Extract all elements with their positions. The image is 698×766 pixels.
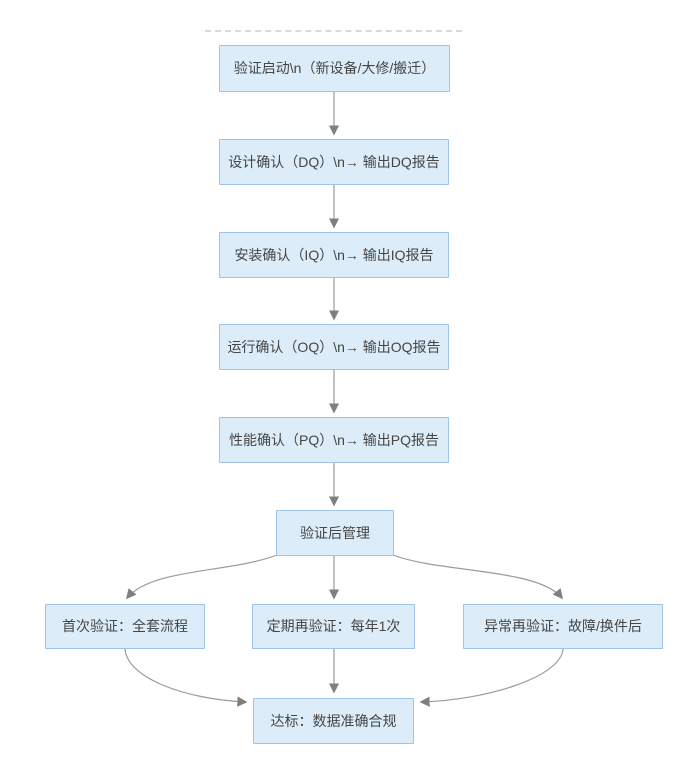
flow-node-pq: 性能确认（PQ）\n→ 输出PQ报告 [219,417,449,463]
edge-first-done [124,648,248,707]
flow-node-oq: 运行确认（OQ）\n→ 输出OQ报告 [219,324,449,370]
flow-node-dq: 设计确认（DQ）\n→ 输出DQ报告 [219,139,449,185]
edge-abnormal-done [419,648,564,707]
flow-node-start: 验证启动\n（新设备/大修/搬迁） [219,45,450,92]
flow-node-iq: 安装确认（IQ）\n→ 输出IQ报告 [219,232,449,278]
flow-node-periodic-revalidation: 定期再验证：每年1次 [252,604,415,649]
flow-node-post-management: 验证后管理 [276,510,394,556]
flow-node-target-achieved: 达标：数据准确合规 [253,698,414,744]
flow-node-abnormal-revalidation: 异常再验证：故障/换件后 [463,604,663,649]
edge-post-abnormal [392,554,563,600]
edge-post-first [126,554,278,600]
faint-dashed-line [205,30,462,32]
flow-node-first-validation: 首次验证：全套流程 [45,604,205,649]
